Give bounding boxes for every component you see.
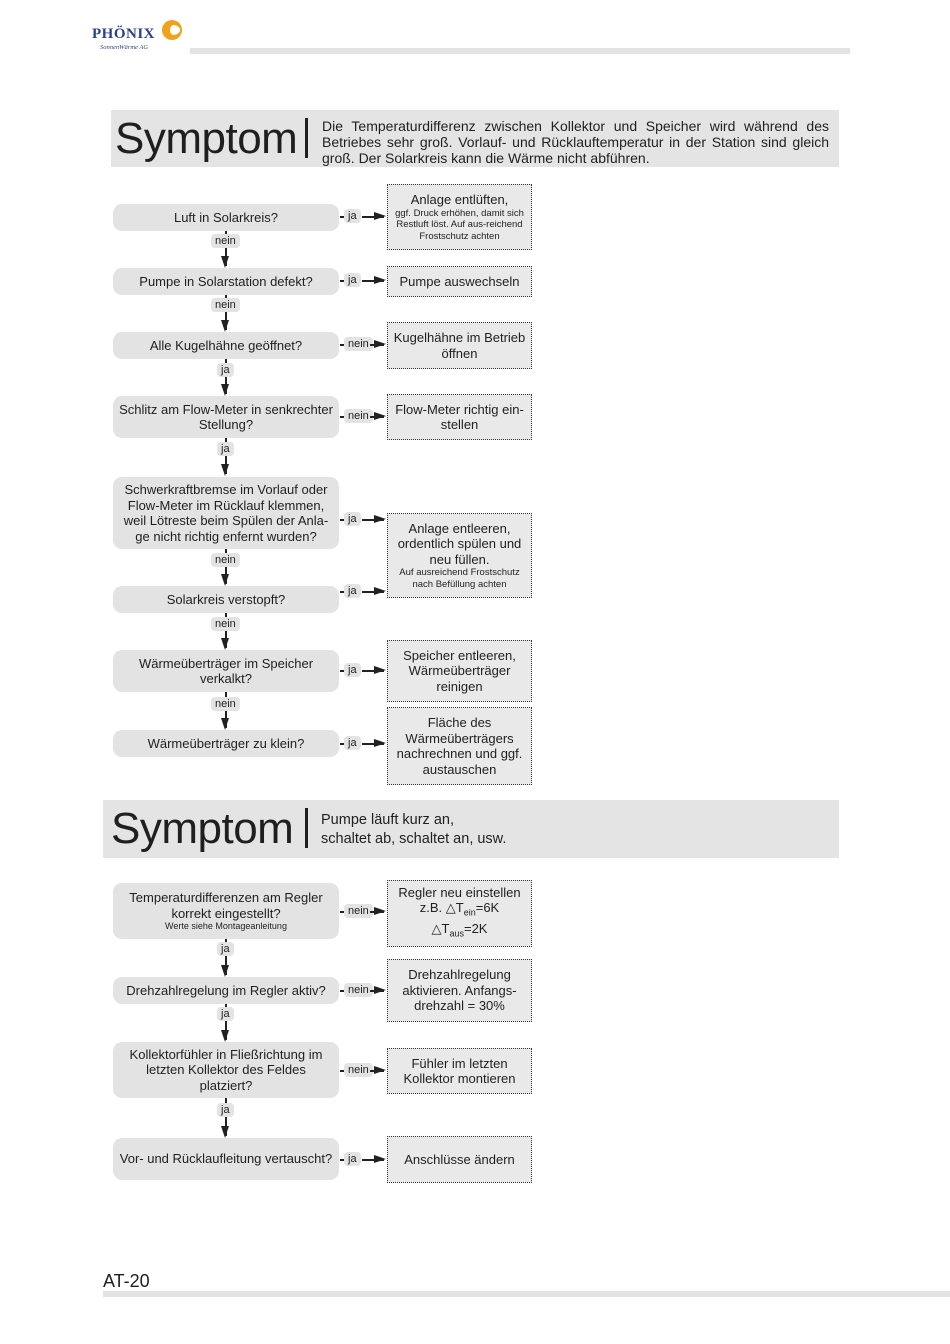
arrow-down (222, 1004, 228, 1042)
symptom-1-separator (305, 118, 308, 158)
action-drain-flush-refill: Anlage entleeren, ordentlich spülen und … (387, 513, 532, 598)
answer-yes-label: ja (217, 442, 234, 456)
arrow-right (370, 908, 386, 914)
arrow-down (222, 939, 228, 977)
question-gravity-brake-stuck: Schwerkraftbremse im Vorlauf oder Flow-M… (113, 477, 339, 549)
answer-yes-label: ja (344, 512, 361, 526)
symptom-2-title: Symptom (111, 804, 294, 853)
answer-no-label: nein (211, 553, 240, 567)
answer-yes-label: ja (217, 1007, 234, 1021)
arrow-down (222, 1098, 228, 1138)
action-clean-heat-exchanger: Speicher entleeren, Wärmeüberträger rein… (387, 640, 532, 702)
symptom-1-description: Die Temperaturdifferenz zwischen Kollekt… (322, 118, 829, 166)
arrow-down (222, 231, 228, 268)
answer-no-label: nein (211, 298, 240, 312)
sun-icon (162, 20, 182, 40)
action-activate-speed-control: Drehzahlregelung aktivieren. Anfangs-dre… (387, 959, 532, 1022)
action-adjust-flow-meter: Flow-Meter richtig ein-stellen (387, 394, 532, 440)
page-number: AT-20 (103, 1271, 150, 1291)
header-rule (190, 48, 850, 54)
answer-yes-label: ja (217, 1103, 234, 1117)
question-ball-valves-open: Alle Kugelhähne geöffnet? (113, 332, 339, 359)
symptom-1-title: Symptom (115, 114, 298, 163)
question-flow-meter-slot: Schlitz am Flow-Meter in senkrechter Ste… (113, 396, 339, 438)
arrow-right (370, 341, 386, 347)
arrow-down (222, 295, 228, 332)
arrow-right (370, 413, 386, 419)
action-recalculate-exchanger: Fläche des Wärmeüberträgers nachrechnen … (387, 707, 532, 785)
answer-yes-label: ja (344, 663, 361, 677)
question-lines-swapped: Vor- und Rücklaufleitung vertauscht? (113, 1138, 339, 1180)
arrow-right (362, 213, 386, 219)
answer-no-label: nein (211, 697, 240, 711)
arrow-right (362, 667, 386, 673)
question-pump-defect: Pumpe in Solarstation defekt? (113, 268, 339, 295)
company-logo: PHÖNIX SonnenWärme AG (92, 18, 192, 58)
logo-name: PHÖNIX (92, 26, 155, 42)
action-mount-sensor: Fühler im letzten Kollektor montieren (387, 1048, 532, 1094)
action-change-connections: Anschlüsse ändern (387, 1136, 532, 1183)
arrow-right (370, 1067, 386, 1073)
answer-yes-label: ja (344, 584, 361, 598)
question-heat-exchanger-calcified: Wärmeüberträger im Speicher verkalkt? (113, 650, 339, 692)
answer-no-label: nein (344, 904, 373, 918)
footer-rule (103, 1291, 950, 1297)
question-air-in-circuit: Luft in Solarkreis? (113, 204, 339, 231)
answer-no-label: nein (344, 983, 373, 997)
answer-yes-label: ja (344, 1152, 361, 1166)
action-open-ball-valves: Kugelhähne im Betrieb öffnen (387, 322, 532, 369)
arrow-right (362, 1156, 386, 1162)
symptom-2-separator (305, 808, 308, 848)
symptom-2-bar (103, 800, 839, 858)
arrow-down (222, 438, 228, 476)
arrow-right (362, 277, 386, 283)
question-heat-exchanger-too-small: Wärmeüberträger zu klein? (113, 730, 339, 757)
question-speed-control-active: Drehzahlregelung im Regler aktiv? (113, 977, 339, 1004)
answer-no-label: nein (344, 409, 373, 423)
answer-yes-label: ja (217, 942, 234, 956)
symptom-2-description: Pumpe läuft kurz an, schaltet ab, schalt… (321, 812, 507, 847)
question-circuit-clogged: Solarkreis verstopft? (113, 586, 339, 613)
question-collector-sensor-position: Kollektorfühler in Fließrichtung im letz… (113, 1042, 339, 1098)
arrow-right (370, 987, 386, 993)
logo-subtitle: SonnenWärme AG (100, 44, 149, 51)
arrow-right (362, 516, 386, 522)
arrow-right (362, 740, 386, 746)
arrow-right (362, 588, 386, 594)
symptom-1-bar (111, 110, 839, 167)
answer-no-label: nein (344, 1063, 373, 1077)
answer-yes-label: ja (217, 363, 234, 377)
answer-yes-label: ja (344, 209, 361, 223)
answer-no-label: nein (344, 337, 373, 351)
answer-yes-label: ja (344, 273, 361, 287)
question-temperature-differences: Temperaturdifferenzen am Regler korrekt … (113, 883, 339, 939)
answer-yes-label: ja (344, 736, 361, 750)
action-vent-system: Anlage entlüften, ggf. Druck erhöhen, da… (387, 184, 532, 250)
action-replace-pump: Pumpe auswechseln (387, 266, 532, 297)
answer-no-label: nein (211, 617, 240, 631)
action-readjust-controller: Regler neu einstellen z.B. △Tein=6K △Tau… (387, 880, 532, 947)
answer-no-label: nein (211, 234, 240, 248)
